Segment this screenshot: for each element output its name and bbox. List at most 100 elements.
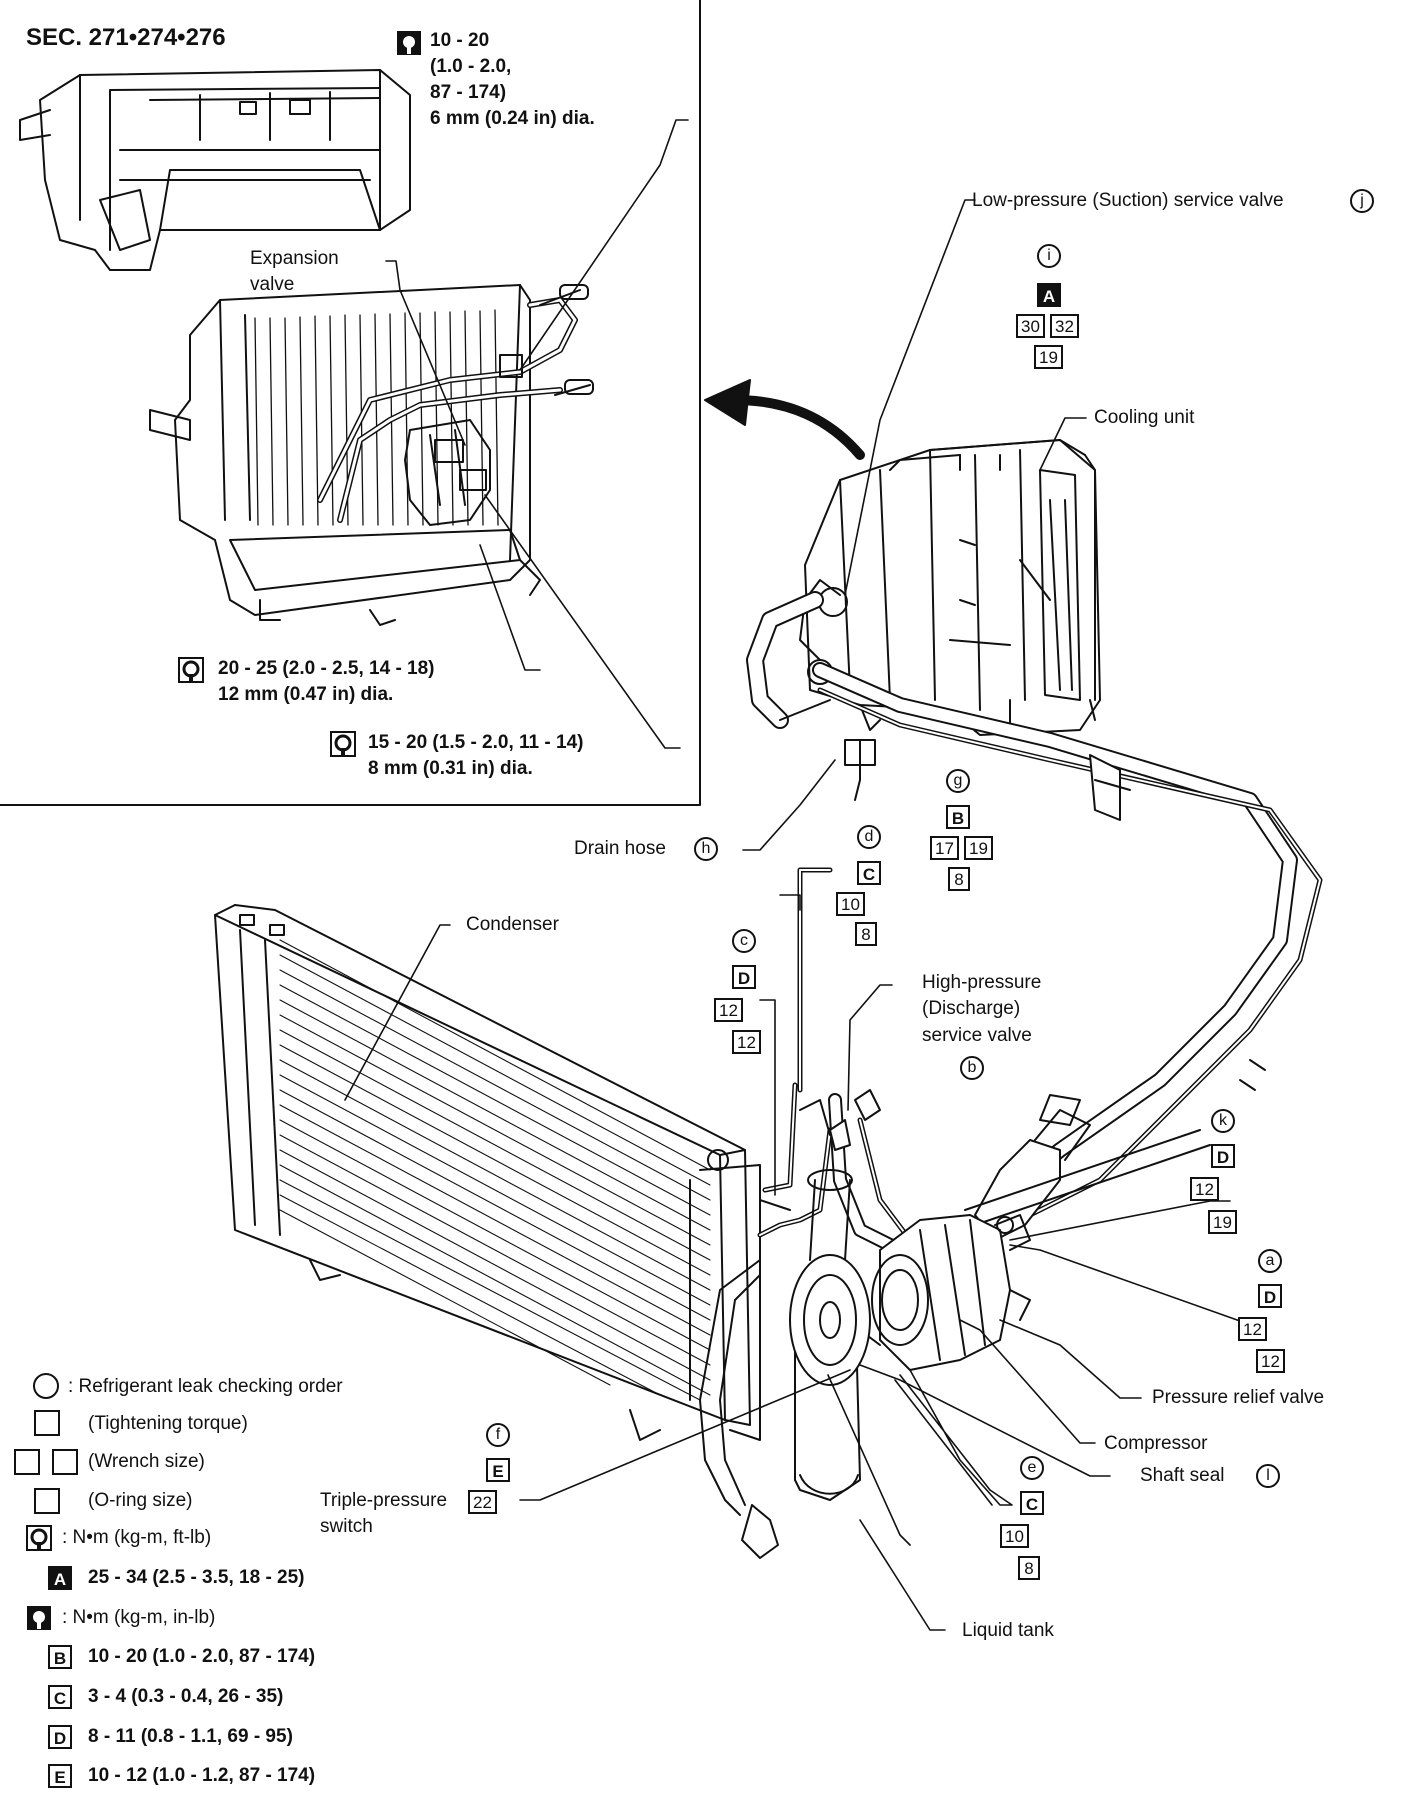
callout-g: g	[946, 769, 970, 793]
legend-circle-symbol	[33, 1373, 59, 1399]
torque-ftlb-icon	[178, 657, 204, 683]
inset-frame	[0, 0, 701, 806]
inset-evaporator	[149, 284, 594, 626]
callout-d-num-1: 10	[836, 892, 865, 916]
suction-hose	[746, 591, 1323, 1241]
legend-leak-order: : Refrigerant leak checking order	[68, 1376, 343, 1397]
legend-tightening: (Tightening torque)	[88, 1413, 248, 1434]
low-pressure-valve-label: Low-pressure (Suction) service valve	[972, 190, 1284, 211]
inset-torque-top-l3: 87 - 174)	[430, 82, 507, 103]
legend-wrench-box-1	[14, 1449, 40, 1475]
drain-hose-fitting	[844, 739, 876, 766]
torque-ftlb-icon	[330, 731, 356, 757]
section-title: SEC. 271•274•276	[26, 24, 226, 51]
callout-a-code: D	[1258, 1284, 1282, 1308]
callout-a: a	[1258, 1249, 1282, 1273]
legend-spec-D-text: 8 - 11 (0.8 - 1.1, 69 - 95)	[88, 1726, 293, 1747]
callout-f-code: E	[486, 1458, 510, 1482]
legend-unit-ftlb: : N•m (kg-m, ft-lb)	[62, 1527, 212, 1548]
legend-spec-E-text: 10 - 12 (1.0 - 1.2, 87 - 174)	[88, 1765, 316, 1786]
torque-inlb-icon	[397, 31, 421, 55]
legend-tightening-box	[34, 1410, 60, 1436]
callout-f-num-1: 22	[468, 1490, 497, 1514]
callout-k: k	[1211, 1109, 1235, 1133]
callout-g-num-3: 8	[948, 867, 970, 891]
callout-i-num-3: 19	[1034, 345, 1063, 369]
drain-hose-label: Drain hose	[574, 838, 666, 859]
shaft-seal-label: Shaft seal	[1140, 1465, 1225, 1486]
high-pressure-label-l3: service valve	[922, 1025, 1032, 1046]
callout-a-num-1: 12	[1238, 1317, 1267, 1341]
compressor-drawing	[859, 1214, 1031, 1371]
refrigerant-lines	[757, 867, 1211, 1257]
callout-a-num-2: 12	[1256, 1349, 1285, 1373]
pressure-relief-valve-label: Pressure relief valve	[1152, 1387, 1325, 1408]
high-pressure-label-l2: (Discharge)	[922, 998, 1021, 1019]
callout-l: l	[1256, 1464, 1280, 1488]
legend-spec-C-code: C	[48, 1685, 72, 1709]
callout-c: c	[732, 929, 756, 953]
callout-d-num-2: 8	[855, 922, 877, 946]
callout-k-num-2: 19	[1208, 1210, 1237, 1234]
callout-i-code: A	[1037, 283, 1061, 307]
condenser-label: Condenser	[466, 914, 559, 935]
callout-e-code: C	[1020, 1491, 1044, 1515]
inset-housing-top	[19, 69, 411, 271]
legend-oring-box	[34, 1488, 60, 1514]
callout-g-num-1: 17	[930, 836, 959, 860]
legend-oring: (O-ring size)	[88, 1490, 193, 1511]
callout-i-num-2: 32	[1050, 314, 1079, 338]
legend-spec-D-code: D	[48, 1725, 72, 1749]
legend-spec-C-text: 3 - 4 (0.3 - 0.4, 26 - 35)	[88, 1686, 284, 1707]
legend-spec-A-text: 25 - 34 (2.5 - 3.5, 18 - 25)	[88, 1567, 305, 1588]
high-pressure-label-l1: High-pressure	[922, 972, 1042, 993]
expansion-valve-label-l1: Expansion	[250, 248, 339, 269]
callout-e-num-2: 8	[1018, 1556, 1040, 1580]
triple-pressure-label-l1: Triple-pressure	[320, 1490, 448, 1511]
callout-c-num-1: 12	[714, 998, 743, 1022]
expansion-valve-label-l2: valve	[250, 274, 295, 295]
inset-torque-low-l1: 15 - 20 (1.5 - 2.0, 11 - 14)	[368, 732, 584, 753]
inset-torque-top-l4: 6 mm (0.24 in) dia.	[430, 108, 595, 129]
triple-pressure-label-l2: switch	[320, 1516, 373, 1537]
inset-torque-mid-l2: 12 mm (0.47 in) dia.	[218, 684, 394, 705]
compressor-label: Compressor	[1104, 1433, 1208, 1454]
inset-torque-low-l2: 8 mm (0.31 in) dia.	[368, 758, 533, 779]
callout-d: d	[857, 825, 881, 849]
callout-i-num-1: 30	[1016, 314, 1045, 338]
triple-pressure-connector	[741, 1504, 779, 1559]
callout-k-code: D	[1211, 1144, 1235, 1168]
inset-torque-mid-l1: 20 - 25 (2.0 - 2.5, 14 - 18)	[218, 658, 435, 679]
callout-i: i	[1037, 244, 1061, 268]
legend-spec-B-text: 10 - 20 (1.0 - 2.0, 87 - 174)	[88, 1646, 316, 1667]
inset-torque-top-l1: 10 - 20	[430, 30, 490, 51]
liquid-tank-label: Liquid tank	[962, 1620, 1054, 1641]
callout-f: f	[486, 1423, 510, 1447]
legend-wrench: (Wrench size)	[88, 1451, 205, 1472]
callout-k-num-1: 12	[1190, 1177, 1219, 1201]
drain-hose-drawing	[854, 739, 861, 801]
pulley-drawing	[789, 1254, 871, 1386]
callout-j: j	[1350, 189, 1374, 213]
legend-unit-inlb: : N•m (kg-m, in-lb)	[62, 1607, 216, 1628]
callout-g-num-2: 19	[964, 836, 993, 860]
callout-e-num-1: 10	[1000, 1524, 1029, 1548]
torque-inlb-icon	[27, 1606, 51, 1630]
cooling-unit-drawing	[799, 439, 1101, 736]
legend-wrench-box-2	[52, 1449, 78, 1475]
leader-lines	[344, 119, 1261, 1631]
inset-torque-top-l2: (1.0 - 2.0,	[430, 56, 512, 77]
callout-c-num-2: 12	[732, 1030, 761, 1054]
callout-e: e	[1020, 1456, 1044, 1480]
callout-g-code: B	[946, 805, 970, 829]
legend-spec-A-code: A	[48, 1566, 72, 1590]
callout-d-code: C	[857, 861, 881, 885]
torque-ftlb-icon	[26, 1525, 52, 1551]
triple-pressure-harness-2	[719, 1274, 761, 1506]
callout-c-code: D	[732, 965, 756, 989]
callout-h: h	[694, 837, 718, 861]
triple-pressure-harness	[699, 1259, 761, 1516]
legend-spec-B-code: B	[48, 1645, 72, 1669]
